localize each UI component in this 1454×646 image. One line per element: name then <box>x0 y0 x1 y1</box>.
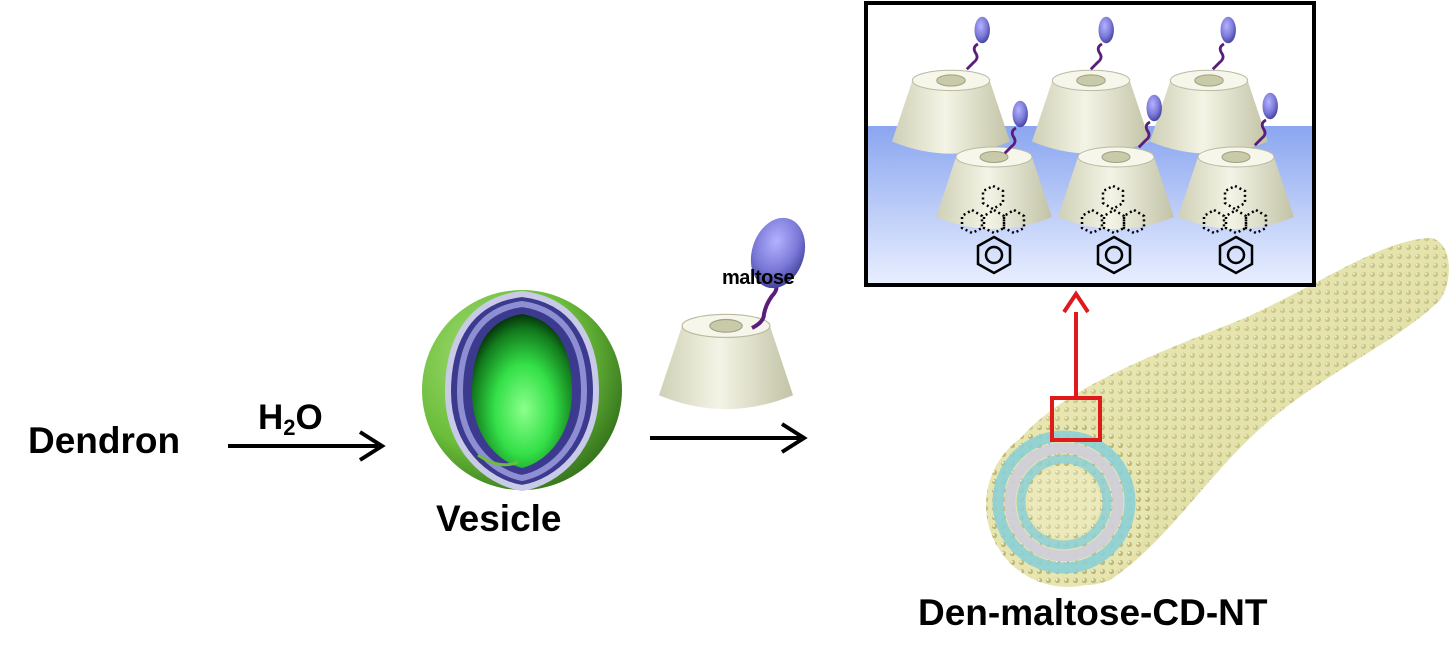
guest-molecule-1 <box>960 184 1026 235</box>
maltose-label: maltose <box>722 267 795 289</box>
product-label: Den-maltose-CD-NT <box>918 592 1268 633</box>
zoom-indicator <box>1050 290 1102 442</box>
solvent-end: O <box>295 398 323 437</box>
guest-molecule-2 <box>1080 184 1146 235</box>
solvent-subscript: 2 <box>283 415 296 440</box>
vesicle-sphere-icon <box>422 290 622 492</box>
dendron-label: Dendron <box>28 420 181 461</box>
maltose-ellipse-icon <box>750 217 806 330</box>
benzene-ring-icon <box>1096 235 1132 275</box>
guest-molecule-3 <box>1202 184 1268 235</box>
cyclodextrin-cone-icon <box>658 313 794 410</box>
solvent-main: H <box>258 398 284 437</box>
benzene-ring-icon <box>1218 235 1254 275</box>
arrow-vesicle-to-nanotube <box>650 422 808 454</box>
vesicle-label: Vesicle <box>436 498 562 539</box>
solvent-label: H2O <box>258 398 323 441</box>
nanotube-icon <box>986 238 1449 587</box>
inset-panel <box>864 1 1316 287</box>
arrow-dendron-to-vesicle <box>228 430 386 462</box>
benzene-ring-icon <box>976 235 1012 275</box>
